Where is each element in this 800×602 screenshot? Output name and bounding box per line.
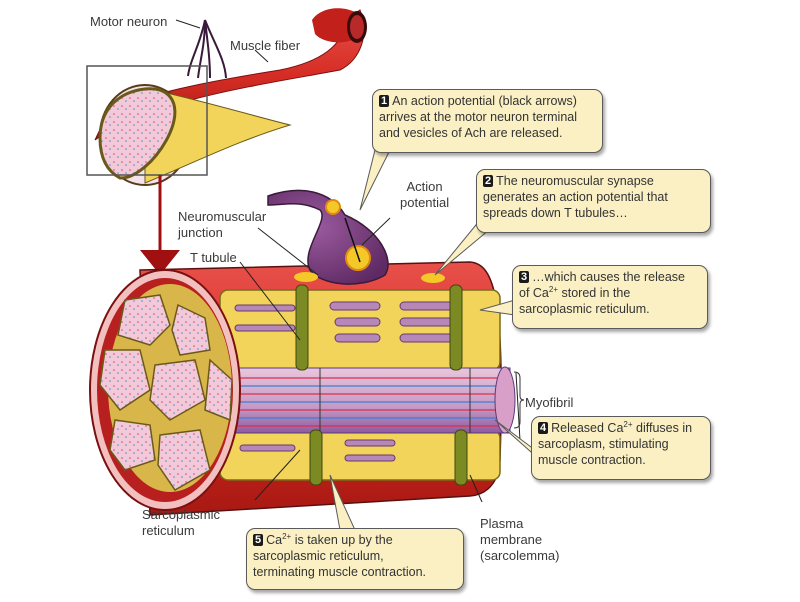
myofibril-cross-sections [99,294,233,491]
muscle-fiber-cut-end-icon [312,8,367,43]
myofibril-bracket [513,371,525,429]
motor-neuron-terminal [267,189,445,285]
step-number-badge: 2 [483,175,494,187]
motor-neuron-branches [187,19,227,79]
label-muscle-fiber: Muscle fiber [230,38,301,53]
zoom-arrow-icon [140,250,180,275]
muscle-fiber-overview [86,8,367,275]
action-potential-arrow-icon [344,217,361,263]
step-number-badge: 3 [519,271,530,283]
label-myofibril: Myofibril [525,395,574,410]
label-plasma-membrane: Plasma membrane (sarcolemma) [480,516,560,563]
leader-lines [175,19,521,503]
step-number-badge: 4 [538,422,549,434]
t-tubules [295,284,468,486]
label-sarcoplasmic-reticulum: Sarcoplasmic reticulum [142,507,221,538]
label-action-potential: Action potential [400,179,450,210]
label-motor-neuron: Motor neuron [90,14,168,29]
label-neuromuscular-junction: Neuromuscular junction [178,209,267,240]
callout-step-3: 3…which causes the release of Ca2+ store… [512,265,708,329]
zoom-region-box [86,65,208,176]
label-t-tubule: T tubule [190,250,237,265]
step-number-badge: 1 [379,95,390,107]
enlarged-muscle-fiber [89,261,516,516]
step-number-badge: 5 [253,534,264,546]
